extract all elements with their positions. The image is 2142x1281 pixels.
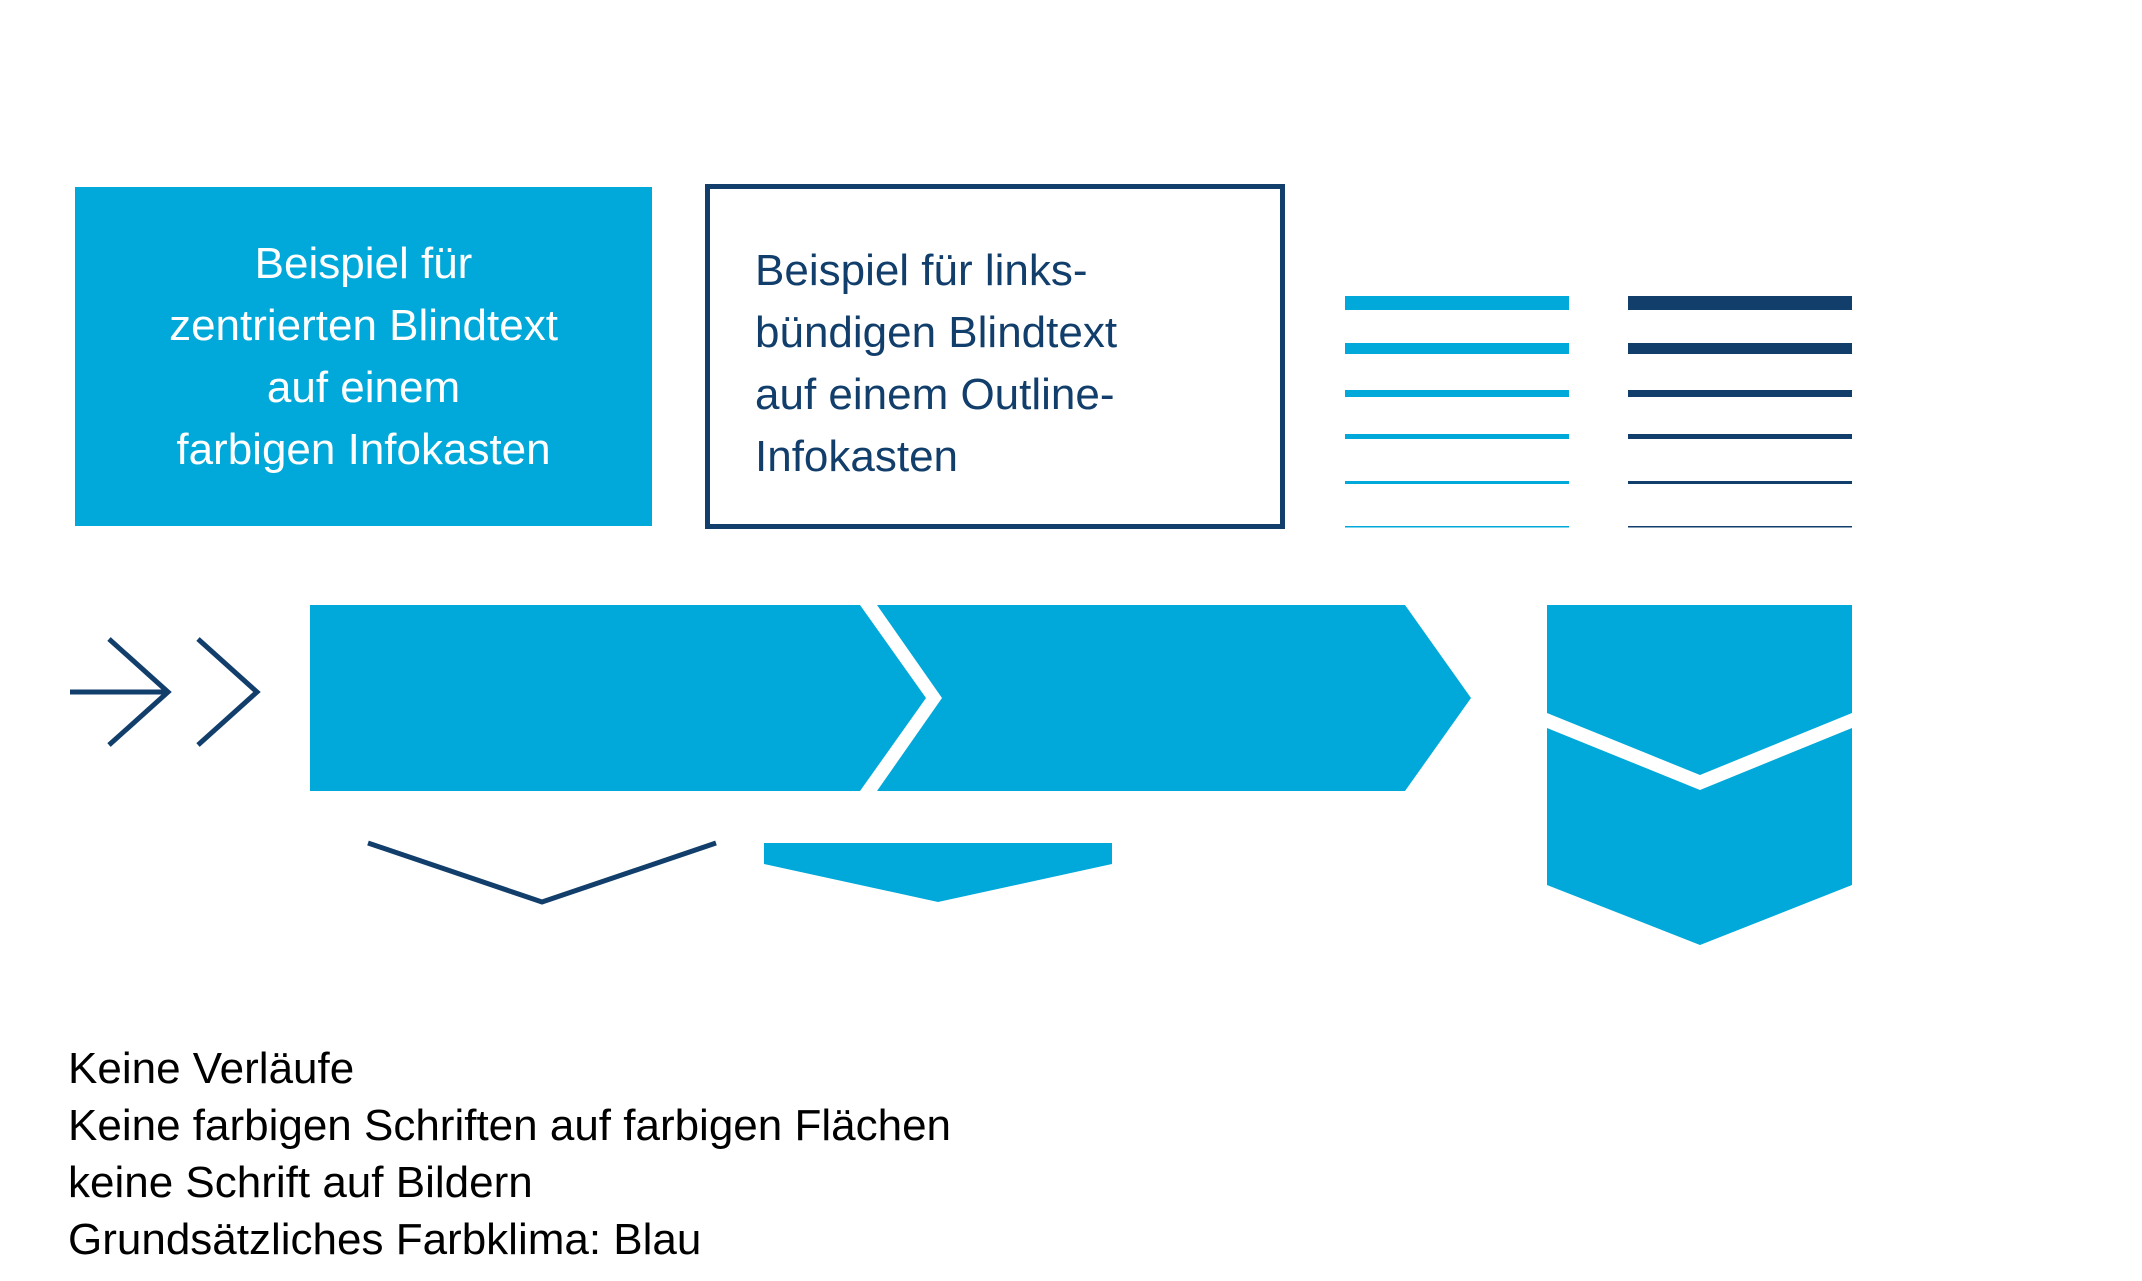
dark-blue-line-stack — [1628, 296, 1852, 528]
double-arrow-icon — [70, 637, 261, 747]
filled-infobox-line: zentrierten Blindtext — [169, 300, 558, 350]
outline-infobox: Beispiel für links- bündigen Blindtext a… — [705, 184, 1285, 529]
vertical-chevron-top — [1547, 605, 1852, 775]
outline-down-chevron — [367, 840, 717, 905]
stripe-line — [1628, 481, 1852, 484]
stripe-line — [1628, 526, 1852, 528]
process-chevron-second — [877, 605, 1471, 791]
outline-infobox-line: Beispiel für links- — [755, 246, 1088, 295]
stripe-line — [1345, 481, 1569, 484]
outline-infobox-text: Beispiel für links- bündigen Blindtext a… — [755, 240, 1117, 488]
outline-infobox-line: bündigen Blindtext — [755, 308, 1118, 357]
stripe-line — [1628, 343, 1852, 354]
stripe-line — [1345, 296, 1569, 310]
filled-infobox: Beispiel für zentrierten Blindtext auf e… — [75, 187, 652, 526]
stripe-line — [1628, 390, 1852, 397]
filled-infobox-line: auf einem — [266, 362, 461, 412]
outline-infobox-line: auf einem Outline- — [755, 370, 1115, 419]
stripe-line — [1628, 434, 1852, 439]
filled-down-chevron — [764, 843, 1112, 902]
filled-infobox-text: Beispiel für zentrierten Blindtext auf e… — [75, 233, 652, 481]
light-blue-line-stack — [1345, 296, 1569, 528]
note-line: Keine Verläufe — [68, 1044, 355, 1093]
arrow-chevron — [196, 637, 261, 747]
stripe-line — [1345, 343, 1569, 354]
note-line: keine Schrift auf Bildern — [68, 1158, 533, 1207]
vertical-chevron-bottom — [1547, 728, 1852, 945]
design-rules-notes: Keine Verläufe Keine farbigen Schriften … — [68, 1040, 951, 1268]
filled-infobox-line: farbigen Infokasten — [176, 424, 551, 474]
stripe-line — [1345, 434, 1569, 439]
stripe-line — [1628, 296, 1852, 310]
filled-infobox-line: Beispiel für — [254, 238, 473, 288]
note-line: Keine farbigen Schriften auf farbigen Fl… — [68, 1101, 952, 1150]
outline-infobox-line: Infokasten — [755, 432, 959, 481]
process-chevron-first — [310, 605, 926, 791]
note-line: Grundsätzliches Farbklima: Blau — [68, 1215, 702, 1264]
stripe-line — [1345, 390, 1569, 397]
stripe-line — [1345, 526, 1569, 528]
arrow-head — [107, 637, 172, 747]
